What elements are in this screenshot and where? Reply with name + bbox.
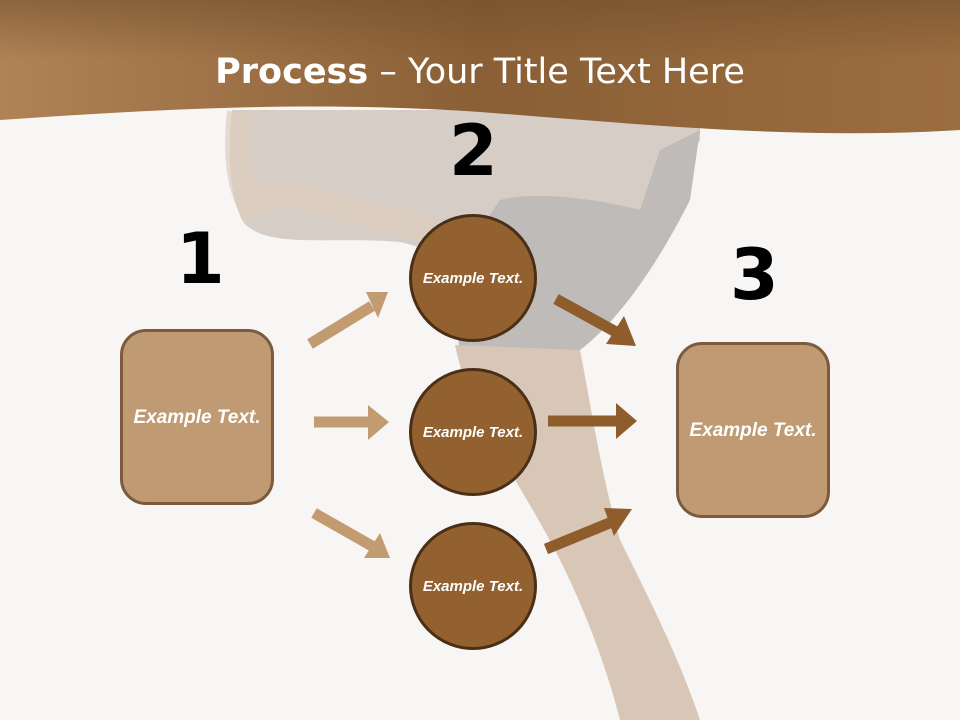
right-box-label: Example Text. [689, 419, 817, 441]
arrow-left-to-top [307, 292, 388, 349]
arrow-left-to-bottom [311, 508, 390, 558]
arrow-middle-to-right [548, 403, 637, 439]
top-circle-label: Example Text. [422, 269, 524, 287]
left-box-label: Example Text. [133, 406, 261, 428]
title-rest: – Your Title Text Here [368, 52, 745, 92]
step-number-1: 1 [176, 218, 225, 300]
bottom-circle-label: Example Text. [422, 577, 524, 595]
top-circle[interactable]: Example Text. [409, 214, 537, 342]
arrow-top-to-right [553, 294, 636, 346]
step-number-3: 3 [730, 234, 779, 316]
right-text-box[interactable]: Example Text. [676, 342, 830, 518]
arrow-left-to-middle [314, 405, 389, 440]
middle-circle[interactable]: Example Text. [409, 368, 537, 496]
left-text-box[interactable]: Example Text. [120, 329, 274, 505]
bottom-circle[interactable]: Example Text. [409, 522, 537, 650]
arrow-bottom-to-right [543, 508, 632, 555]
step-number-2: 2 [449, 110, 498, 192]
title-bold: Process [215, 52, 369, 92]
middle-circle-label: Example Text. [422, 423, 524, 441]
slide-title: Process – Your Title Text Here [0, 52, 960, 92]
